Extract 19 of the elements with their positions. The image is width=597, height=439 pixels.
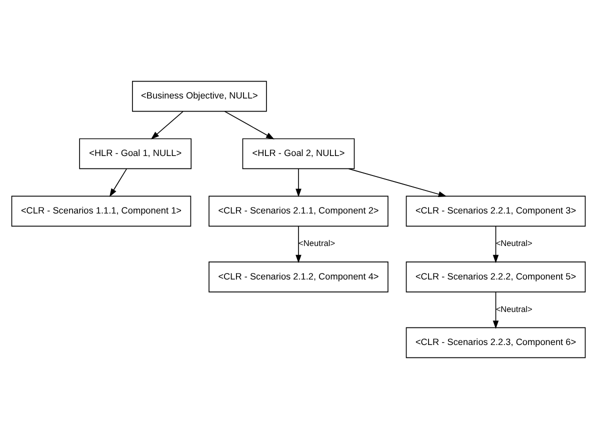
node-box: <CLR - Scenarios 2.2.3, Component 6>	[406, 327, 586, 358]
edge-label: <Neutral>	[496, 238, 532, 248]
arrow	[150, 111, 184, 140]
arrow	[224, 110, 274, 140]
node-box: <HLR - Goal 2, NULL>	[242, 138, 355, 170]
node-box: <CLR - Scenarios 2.1.1, Component 2>	[208, 196, 388, 227]
arrow	[492, 292, 499, 329]
edge-label: <Neutral>	[496, 304, 532, 314]
node-box: <CLR - Scenarios 1.1.1, Component 1>	[11, 196, 192, 227]
node-box: <Business Objective, NULL>	[132, 80, 267, 112]
arrow	[492, 226, 499, 264]
arrow	[348, 168, 447, 198]
node-box: <HLR - Goal 1, NULL>	[79, 138, 192, 170]
node-box: <CLR - Scenarios 2.2.1, Component 3>	[406, 196, 586, 227]
node-box: <CLR - Scenarios 2.1.2, Component 4>	[208, 262, 388, 292]
node-box: <CLR - Scenarios 2.2.2, Component 5>	[406, 262, 586, 292]
arrow	[296, 226, 302, 264]
arrow	[109, 168, 127, 197]
arrow	[296, 168, 302, 198]
